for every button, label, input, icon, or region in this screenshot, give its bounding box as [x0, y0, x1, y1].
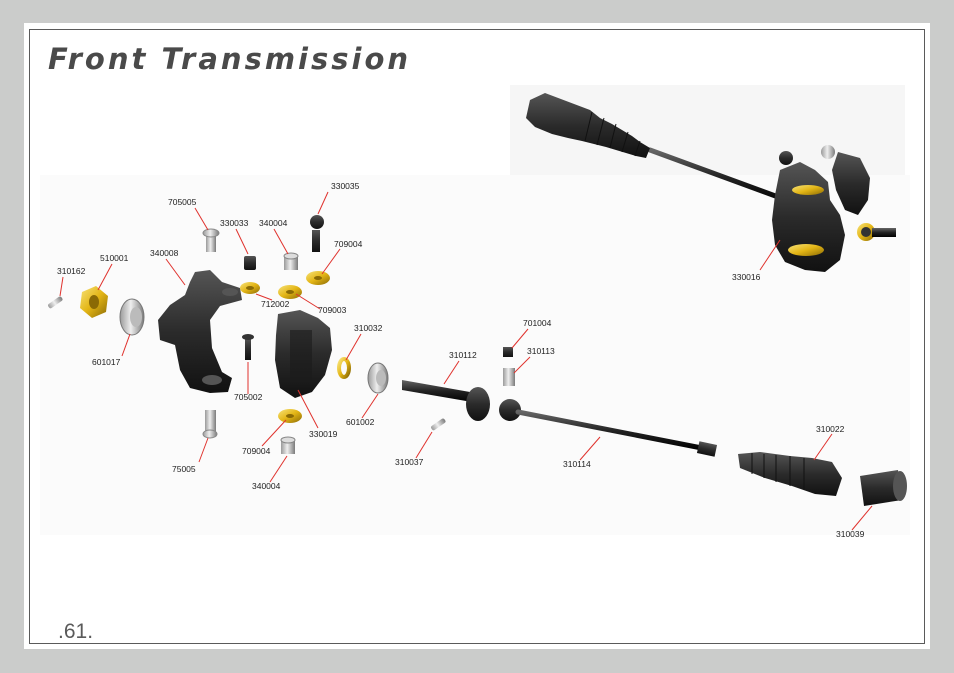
hex-nut-510001 — [80, 286, 108, 318]
part-label-330016: 330016 — [732, 272, 761, 282]
boot-310022 — [738, 452, 842, 496]
drive-shaft-310114 — [499, 399, 718, 457]
part-label-310039: 310039 — [836, 529, 865, 539]
assembled-knuckle-assembly — [526, 93, 896, 272]
part-label-75005: 75005 — [172, 464, 196, 474]
leader-lines — [59, 191, 873, 531]
part-label-701004: 701004 — [523, 318, 552, 328]
part-label-310037: 310037 — [395, 457, 424, 467]
part-label-601002: 601002 — [346, 417, 375, 427]
page-frame — [29, 29, 925, 644]
part-label-330033: 330033 — [220, 218, 249, 228]
part-label-340004: 340004 — [259, 218, 288, 228]
nut-330033 — [244, 256, 256, 270]
bushing-340004-lower — [280, 436, 296, 454]
part-label-310113: 310113 — [527, 346, 555, 356]
part-label-330035: 330035 — [331, 181, 360, 191]
c-hub-330019 — [275, 310, 332, 398]
bushing-340004 — [283, 252, 299, 270]
part-labels: 310162 510001 601017 340008 705005 75005… — [57, 181, 865, 539]
washer-709004-upper — [306, 271, 330, 285]
part-label-601017: 601017 — [92, 357, 121, 367]
collar-310113 — [503, 368, 515, 386]
grub-screw-701004 — [503, 347, 513, 357]
part-label-510001: 510001 — [100, 253, 129, 263]
part-label-310162: 310162 — [57, 266, 86, 276]
part-label-340004-lower: 340004 — [252, 481, 281, 491]
part-label-310114: 310114 — [563, 459, 591, 469]
bearing-601017 — [119, 298, 145, 336]
part-label-340008: 340008 — [150, 248, 179, 258]
steering-knuckle-340008 — [158, 270, 242, 393]
cup-310039 — [860, 470, 907, 506]
part-label-330019: 330019 — [309, 429, 338, 439]
screw-705005 — [202, 228, 220, 252]
part-label-310022: 310022 — [816, 424, 845, 434]
washer-712002 — [240, 282, 260, 294]
screw-705002 — [242, 334, 254, 360]
part-label-705005: 705005 — [168, 197, 197, 207]
part-label-712002: 712002 — [261, 299, 290, 309]
part-label-705002: 705002 — [234, 392, 263, 402]
part-label-709003: 709003 — [318, 305, 347, 315]
page-title: Front Transmission — [48, 42, 412, 76]
part-label-709004: 709004 — [334, 239, 363, 249]
ring-310032 — [337, 357, 351, 379]
washer-709004-lower — [278, 409, 302, 423]
part-label-310032: 310032 — [354, 323, 383, 333]
screw-75005 — [202, 410, 218, 439]
bearing-601002 — [367, 362, 389, 394]
page-number: .61. — [58, 620, 94, 643]
part-label-709004-lower: 709004 — [242, 446, 271, 456]
washer-709003 — [278, 285, 302, 299]
axle-310112 — [402, 380, 490, 421]
ball-stud-330035 — [310, 215, 324, 252]
pin-310037 — [431, 418, 446, 431]
pin-310162 — [48, 296, 63, 309]
part-label-310112: 310112 — [449, 350, 477, 360]
